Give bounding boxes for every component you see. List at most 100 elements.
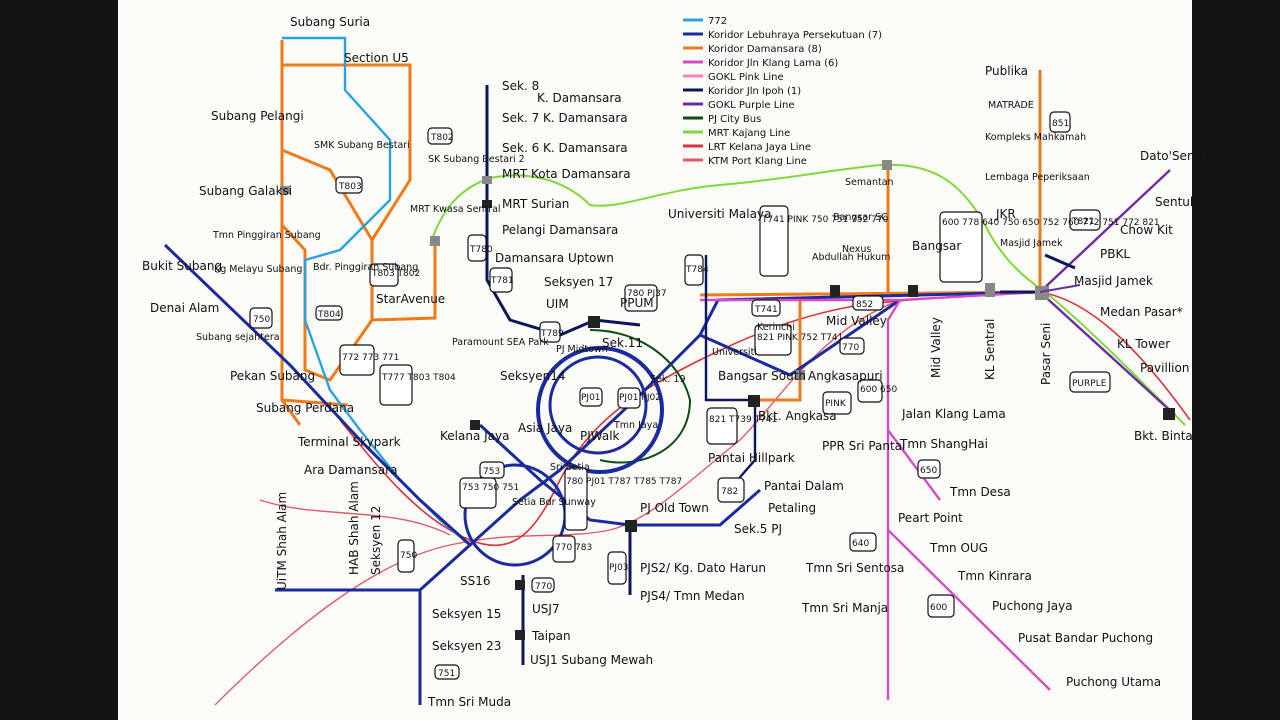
station-label-pbkl: PBKL: [1100, 247, 1130, 261]
route-badge-b600: 600: [930, 603, 947, 613]
station-label-section-u5: Section U5: [344, 51, 409, 65]
station-label-bkt-bintang: Bkt. Bintang: [1134, 429, 1208, 443]
legend-label: 772: [708, 16, 727, 27]
station-label-sek5-pj: Sek.5 PJ: [734, 522, 782, 536]
station-markers: [280, 160, 1175, 640]
station-label-pelangi-damansara: Pelangi Damansara: [502, 223, 618, 237]
station-label-pantai-hillpark: Pantai Hillpark: [708, 451, 795, 465]
station-label-peart-point: Peart Point: [898, 511, 963, 525]
station-label-ss16: SS16: [460, 574, 491, 588]
station-label-damansara-uptown: Damansara Uptown: [495, 251, 614, 265]
station-label-masjid-jamek2: Masjid Jamek: [1074, 274, 1153, 288]
station-label-seksyen23: Seksyen 23: [432, 639, 501, 653]
legend-label: Koridor Jln Klang Lama (6): [708, 58, 838, 69]
station-label-bukit-subang: Bukit Subang: [142, 259, 222, 273]
route-badge-t777: T777 T803 T804: [381, 373, 456, 383]
station-label-bangsar-sc: Bangsar SC: [833, 212, 888, 223]
station-label-smk-subang-bestari: SMK Subang Bestari: [314, 140, 410, 151]
station-label-pavillion: Pavillion: [1140, 361, 1189, 375]
route-badge-t780: T780: [469, 245, 493, 255]
station-label-uitm: UiTM Shah Alam: [275, 492, 289, 590]
station-label-paramount: Paramount SEA Park: [452, 337, 549, 348]
station-label-kompleks-mahkamah: Kompleks Mahkamah: [985, 132, 1086, 143]
legend-label: LRT Kelana Jaya Line: [708, 142, 811, 153]
route-badge-t784: T784: [685, 265, 709, 275]
route-badge-b780-pj: 780 PJ37: [627, 289, 667, 299]
route-badge-b751: 751: [438, 669, 455, 679]
station-label-sk-subang-bestari2: SK Subang Bestari 2: [428, 154, 525, 165]
legend-label: Koridor Damansara (8): [708, 44, 822, 55]
route-koridor-damansara: [280, 40, 1042, 426]
route-badge-t804: T804: [317, 310, 341, 320]
station-label-terminal-skypark: Terminal Skypark: [297, 435, 401, 449]
station-label-uim: UIM: [546, 297, 569, 311]
station-label-jalan-klang-lama: Jalan Klang Lama: [901, 407, 1006, 421]
route-badge-b821: 821 T739 T741: [709, 415, 777, 425]
route-badge-b772: 772 773 771: [342, 353, 399, 363]
station-label-pj-walk: PJWalk: [580, 429, 620, 443]
station-label-puchong-utama: Puchong Utama: [1066, 675, 1161, 689]
station-label-pj-midtown: PJ Midtown: [556, 344, 608, 355]
route-koridor-klang-lama: [700, 290, 1051, 700]
station-label-ppr-sri-pantai: PPR Sri Pantai: [822, 439, 905, 453]
station-label-pjs2: PJS2/ Kg. Dato Harun: [640, 561, 766, 575]
station-label-abdullah-hukum: Abdullah Hukum: [812, 252, 890, 263]
route-badge-kerinchi-group: 821 PINK 752 T741: [757, 333, 843, 343]
diagonal-connector: [1039, 284, 1081, 293]
station-label-sri-setia: Sri Setia: [550, 462, 590, 473]
station-label-universiti: Universiti: [712, 347, 757, 358]
station-label-pantai-dalam: Pantai Dalam: [764, 479, 844, 493]
station-label-sek6: Sek. 6 K. Damansara: [502, 141, 628, 155]
legend-label: MRT Kajang Line: [708, 128, 790, 139]
route-badge-pj03: PJ03: [609, 563, 629, 573]
station-label-sentul: Sentul: [1155, 195, 1193, 209]
station-label-ppum: PPUM: [620, 296, 654, 310]
station-label-tmn-sri-manja: Tmn Sri Manja: [801, 601, 888, 615]
route-badge-b753: 753: [483, 467, 500, 477]
station-label-kl-tower: KL Tower: [1117, 337, 1170, 351]
station-label-star-avenue: StarAvenue: [376, 292, 445, 306]
route-koridor-lebuhraya: [163, 243, 1041, 705]
route-koridor-jln-ipoh: [1000, 253, 1076, 294]
pj-loop-inner: [548, 355, 648, 455]
station-label-seksyen12: Seksyen 12: [369, 506, 383, 575]
station-label-tmn-sri-muda: Tmn Sri Muda: [427, 695, 511, 709]
station-label-mid-valley2: Mid Valley: [929, 317, 943, 378]
station-label-subang-pelangi: Subang Pelangi: [211, 109, 304, 123]
station-label-seksyen17: Seksyen 17: [544, 275, 613, 289]
route-badge-pink: PINK: [825, 399, 847, 409]
station-label-usj1: USJ1 Subang Mewah: [530, 653, 653, 667]
route-badge-sri-setia-group: 780 PJ01 T787 T785 T787: [566, 477, 682, 487]
station-label-medan-pasar: Medan Pasar*: [1100, 305, 1183, 319]
route-badge-t781: T781: [490, 276, 514, 286]
station-label-matrade: MATRADE: [988, 100, 1034, 111]
route-badge-b750-group: 753 750 751: [462, 483, 519, 493]
station-label-subang-sejahtera: Subang sejahtera: [196, 332, 280, 343]
station-label-sek7: Sek. 7 K. Damansara: [502, 111, 628, 125]
station-label-kg-melayu-subang: Kg Melayu Subang: [214, 264, 302, 275]
station-label-mrt-surian: MRT Surian: [502, 197, 569, 211]
station-label-bangsar: Bangsar: [912, 239, 961, 253]
route-badge-pj02: PJ01 PJ02: [619, 393, 661, 403]
station-label-pusat-bandar-puchong: Pusat Bandar Puchong: [1018, 631, 1153, 645]
route-badge-b852: 852: [856, 300, 873, 310]
legend-label: GOKL Pink Line: [708, 72, 784, 83]
station-label-pj-old-town: PJ Old Town: [640, 501, 709, 515]
route-badge-t789: T789: [540, 329, 564, 339]
route-badge-b650: 650: [920, 466, 937, 476]
route-badge-b750-usj: 750: [400, 551, 417, 561]
route-badge-b851: 851: [1052, 119, 1069, 129]
station-label-hab-shah-alam: HAB Shah Alam: [347, 481, 361, 575]
pj-loop-outer: [536, 346, 664, 474]
station-label-tmn-shanghai: Tmn ShangHai: [899, 437, 988, 451]
route-badge-b600-b: 600 650: [860, 385, 897, 395]
station-label-ara-damansara: Ara Damansara: [304, 463, 397, 477]
route-kota-damansara: [485, 85, 641, 337]
station-label-chow-kit: Chow Kit: [1120, 223, 1173, 237]
station-label-petaling: Petaling: [768, 501, 816, 515]
station-label-tmn-kinrara: Tmn Kinrara: [957, 569, 1032, 583]
route-badge-t803-t802: T803 T802: [371, 269, 420, 279]
station-label-subang-galaksi: Subang Galaksi: [199, 184, 292, 198]
